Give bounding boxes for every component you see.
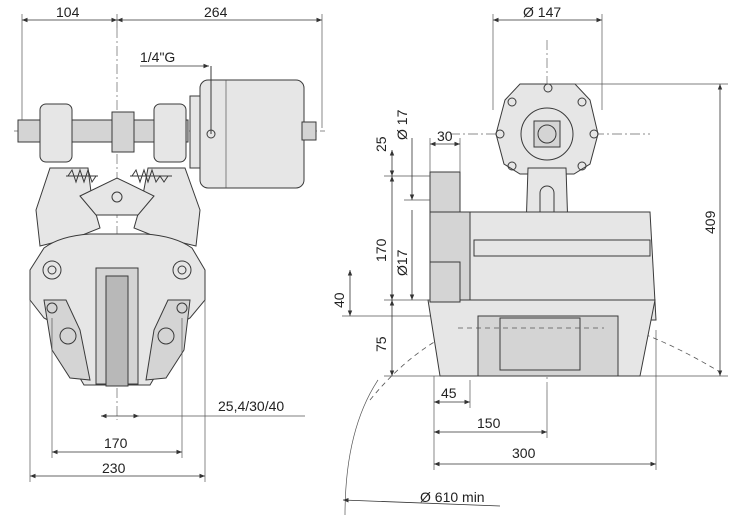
- dim-300-label: 300: [512, 445, 536, 461]
- dim-d610-label: Ø 610 min: [420, 489, 485, 505]
- link-pin: [111, 191, 123, 203]
- dimension-labels: 104 264 1/4"G 25,4/30/40 170 230 Ø 147 3…: [56, 4, 718, 505]
- middle-stub: [429, 261, 461, 303]
- actuator-plug: [301, 121, 317, 141]
- dim-d17-mid-label: Ø17: [394, 249, 410, 276]
- right-axle-block: [153, 103, 187, 163]
- dim-25-label: 25: [373, 136, 389, 152]
- right-jaw: [145, 299, 191, 381]
- dim-104-label: 104: [56, 4, 80, 20]
- brake-disc: [105, 275, 129, 387]
- dim-thread-label: 1/4"G: [140, 49, 175, 65]
- dim-45-label: 45: [441, 385, 457, 401]
- actuator-housing: [199, 79, 305, 189]
- dim-d17-top-label: Ø 17: [394, 109, 410, 140]
- dim-230-label: 230: [102, 460, 126, 476]
- right-side-view: [342, 14, 728, 516]
- right-dimensions: [342, 14, 728, 507]
- dim-d147-label: Ø 147: [523, 4, 561, 20]
- right-lever-arm: [133, 167, 201, 247]
- dim-75-label: 75: [373, 336, 389, 352]
- dim-409-label: 409: [702, 210, 718, 234]
- left-dimensions: [21, 14, 323, 482]
- dim-170-right-label: 170: [373, 238, 389, 262]
- dim-30-label: 30: [437, 128, 453, 144]
- port-1-4G-icon: [206, 129, 216, 139]
- dim-40-label: 40: [331, 292, 347, 308]
- triangle-link: [79, 177, 155, 216]
- disc-610-arc: [344, 379, 379, 516]
- lower-pad: [477, 315, 619, 377]
- center-collar: [111, 111, 135, 153]
- dim-150-label: 150: [477, 415, 501, 431]
- dim-disc-label: 25,4/30/40: [218, 398, 284, 414]
- upper-stub: [429, 171, 461, 213]
- dim-170-left-label: 170: [104, 435, 128, 451]
- dim-264-label: 264: [204, 4, 228, 20]
- left-axle-block: [39, 103, 73, 163]
- left-front-view: [14, 14, 325, 482]
- cross-bar: [473, 239, 651, 257]
- housing-pins: [42, 260, 192, 345]
